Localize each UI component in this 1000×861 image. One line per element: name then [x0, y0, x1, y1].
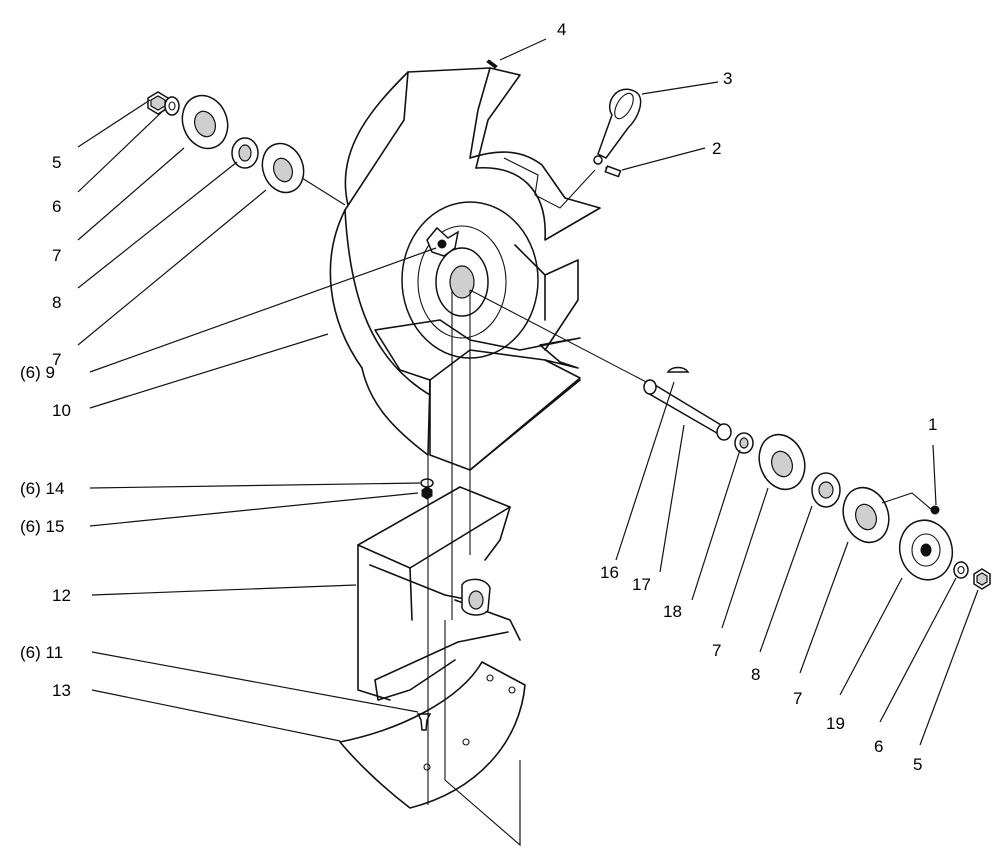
screw-11: [416, 713, 432, 731]
bolt-4: [486, 59, 498, 69]
callout-10: 10: [52, 401, 71, 420]
callout-12: 12: [52, 586, 71, 605]
callout-18: 18: [663, 602, 682, 621]
callout-15: (6) 15: [20, 517, 64, 536]
callout-8-right: 8: [751, 665, 760, 684]
callout-6-right: 6: [874, 737, 883, 756]
left-bearing-stack: [147, 91, 346, 206]
callout-17: 17: [632, 575, 651, 594]
callout-labels: 1 2 3 4 5 6 7 8 7 (6) 9 10 (6) 14 (6) 15…: [20, 20, 937, 774]
leader-lines: [77, 38, 979, 746]
key-16: [666, 366, 690, 373]
callout-7-left-b: 7: [52, 350, 61, 369]
right-bearing-stack: [758, 433, 991, 590]
callout-4: 4: [557, 20, 566, 39]
callout-11: (6) 11: [20, 643, 63, 662]
callout-19: 19: [826, 714, 845, 733]
lower-plate: [339, 661, 526, 809]
washer-14: [420, 478, 434, 488]
callout-9: (6) 9: [20, 363, 55, 382]
alignment-lines: [427, 290, 521, 847]
callout-7-left-a: 7: [52, 246, 61, 265]
callout-5-right: 5: [913, 755, 922, 774]
callout-14: (6) 14: [20, 479, 64, 498]
callout-8-left: 8: [52, 293, 61, 312]
callout-2: 2: [712, 139, 721, 158]
impeller-housing: [329, 67, 601, 471]
impeller-shaft: [469, 289, 754, 454]
callout-1: 1: [928, 415, 937, 434]
nut-1: [930, 505, 940, 515]
deflector-handle: [503, 88, 642, 209]
callout-3: 3: [723, 69, 732, 88]
callout-6-left: 6: [52, 197, 61, 216]
impeller: [357, 486, 521, 701]
callout-7-right-b: 7: [793, 689, 802, 708]
small-fasteners: [416, 478, 434, 731]
callout-5-left: 5: [52, 153, 61, 172]
washer-6: [164, 96, 180, 116]
callout-13: 13: [52, 681, 71, 700]
nut-15: [421, 486, 433, 500]
callout-7-right-a: 7: [712, 641, 721, 660]
callout-16: 16: [600, 563, 619, 582]
